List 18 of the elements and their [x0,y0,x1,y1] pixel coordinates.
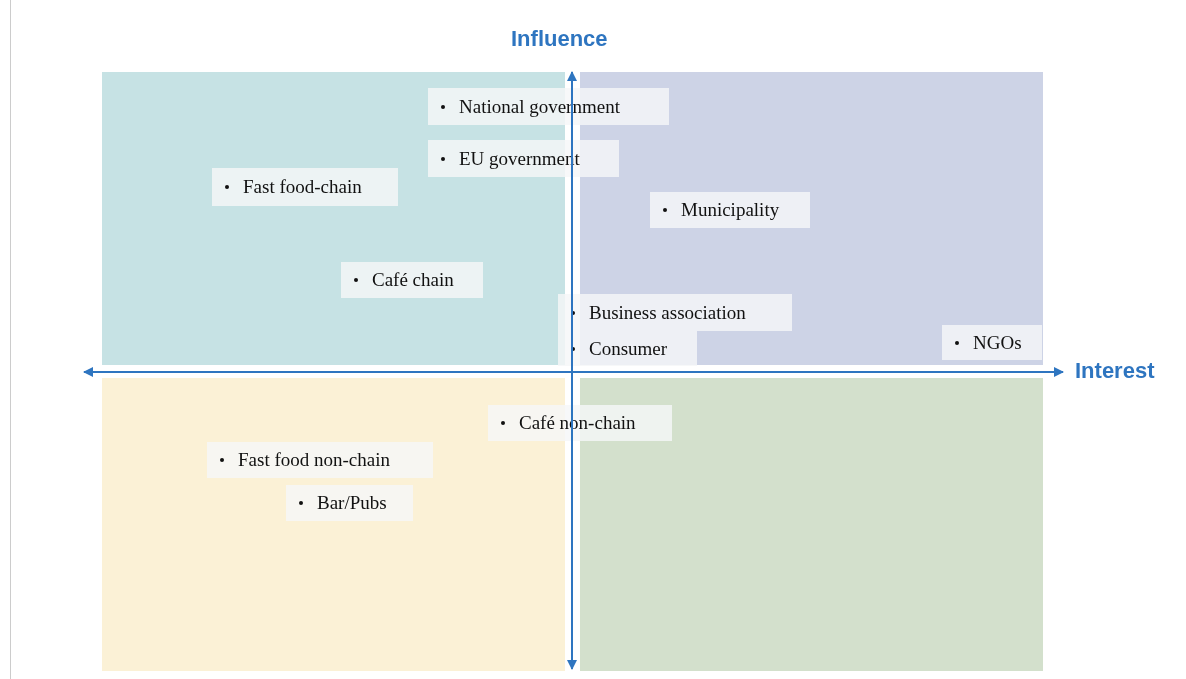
stakeholder-label [558,294,792,331]
stakeholder-name: Municipality [681,199,780,221]
stakeholder-label [942,325,1042,360]
stakeholder-name: Bar/Pubs [317,492,387,514]
stakeholder-name: Fast food non-chain [238,449,390,471]
stakeholder-name: Fast food-chain [243,176,362,198]
stakeholder-label [341,262,483,298]
stakeholder-label [207,442,433,478]
axis-title: Influence [511,26,608,52]
stakeholder-label [558,331,697,366]
stakeholder-name: Café chain [372,269,454,291]
stakeholder-name: NGOs [973,331,1022,354]
stakeholder-label [650,192,810,228]
stakeholder-label [212,168,398,206]
axis-title: Interest [1075,358,1155,384]
stakeholder-name: Consumer [589,337,668,360]
stakeholder-label [286,485,413,521]
stakeholder-name: Business association [589,301,746,324]
